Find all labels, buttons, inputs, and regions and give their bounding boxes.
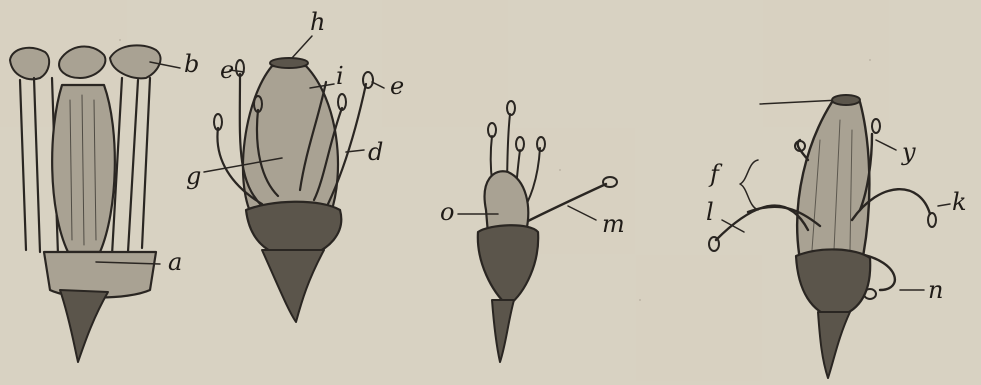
label-a: a (168, 248, 182, 276)
label-b: b (184, 50, 199, 78)
label-h: h (310, 8, 325, 36)
stigma-disc (832, 95, 860, 105)
label-g: g (186, 162, 201, 190)
label-e1: e (220, 56, 234, 84)
label-e2: e (390, 72, 404, 100)
label-y: y (901, 138, 916, 166)
stigma-disc (270, 58, 308, 68)
label-k: k (952, 188, 967, 216)
label-i: i (336, 62, 344, 90)
label-o: o (440, 198, 454, 226)
label-l: l (706, 198, 714, 226)
label-d: d (368, 138, 383, 166)
label-m: m (602, 210, 625, 238)
label-n: n (928, 276, 943, 304)
